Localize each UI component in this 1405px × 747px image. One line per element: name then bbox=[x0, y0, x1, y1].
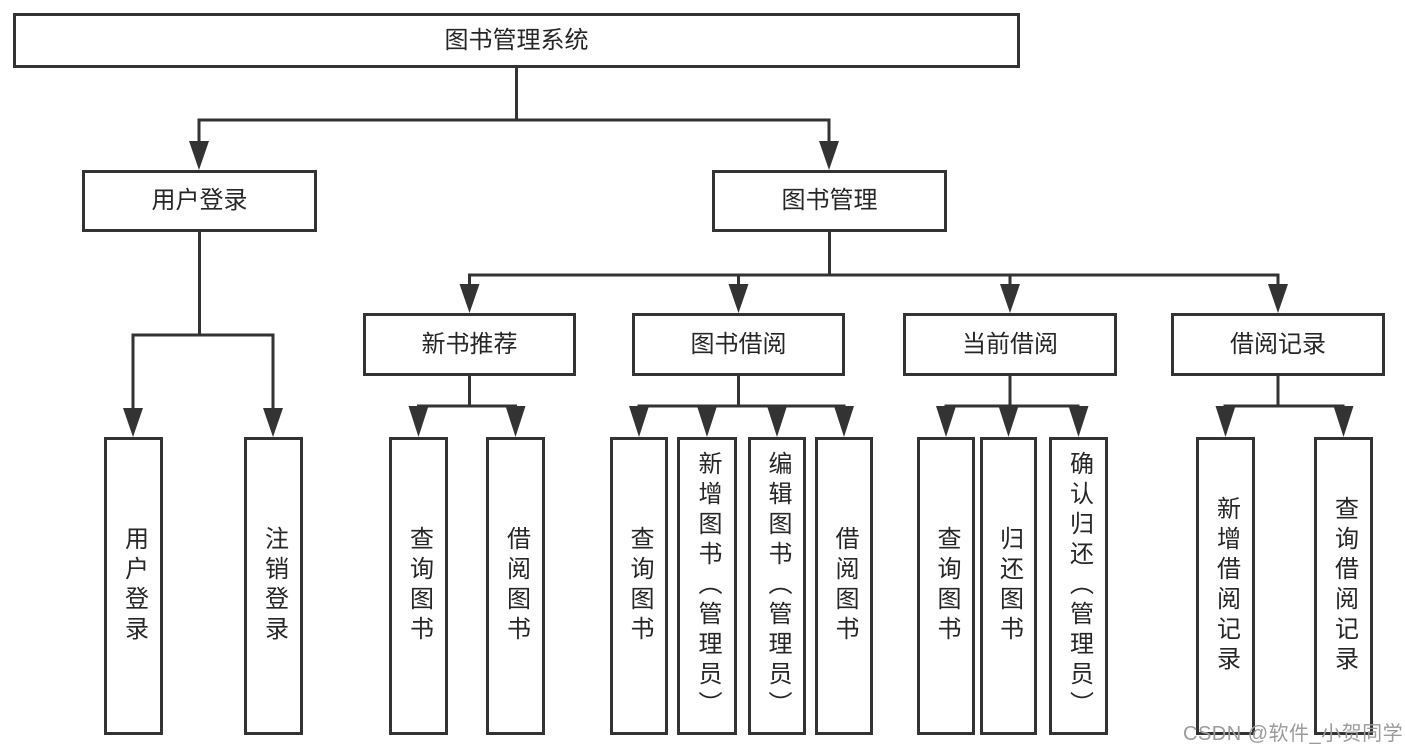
node-label: 借阅记录 bbox=[1230, 330, 1326, 358]
node-label: 查询借阅记录 bbox=[1330, 496, 1358, 676]
node-book-borrowing: 图书借阅 bbox=[632, 313, 845, 376]
node-label: 用户登录 bbox=[151, 187, 248, 215]
node-user-login: 用户登录 bbox=[82, 170, 317, 232]
node-label: 新增借阅记录 bbox=[1212, 496, 1240, 676]
leaf-user-login: 用户登录 bbox=[104, 437, 163, 735]
leaf-return-books: 归还图书 bbox=[980, 437, 1037, 735]
node-label: 编辑图书（管理员） bbox=[764, 451, 791, 721]
leaf-query-borrow-record: 查询借阅记录 bbox=[1314, 437, 1373, 735]
connector-segments bbox=[131, 68, 1345, 412]
node-label: 查询图书 bbox=[626, 526, 653, 646]
node-label: 查询图书 bbox=[405, 526, 433, 646]
node-label: 新书推荐 bbox=[421, 330, 518, 358]
node-new-book-recommendation: 新书推荐 bbox=[363, 313, 576, 376]
arrowheads bbox=[123, 141, 1354, 437]
leaf-logout: 注销登录 bbox=[244, 437, 303, 735]
node-label: 借阅图书 bbox=[502, 526, 530, 646]
node-current-borrowing: 当前借阅 bbox=[903, 313, 1117, 376]
node-label: 注销登录 bbox=[260, 526, 288, 646]
leaf-borrow-books-borrowing: 借阅图书 bbox=[815, 437, 873, 735]
node-label: 图书管理 bbox=[781, 187, 878, 215]
node-book-management: 图书管理 bbox=[712, 170, 947, 232]
node-label: 确认归还（管理员） bbox=[1065, 451, 1093, 721]
leaf-query-books-borrowing: 查询图书 bbox=[610, 437, 668, 735]
leaf-add-books-admin: 新增图书（管理员） bbox=[677, 437, 737, 735]
watermark: CSDN @软件_小贺同学 bbox=[1183, 723, 1404, 745]
node-label: 图书借阅 bbox=[690, 330, 787, 358]
node-label: 归还图书 bbox=[995, 526, 1023, 646]
node-label: 当前借阅 bbox=[962, 330, 1058, 358]
leaf-edit-books-admin: 编辑图书（管理员） bbox=[748, 437, 806, 735]
node-label: 用户登录 bbox=[120, 526, 148, 646]
leaf-query-books-recommend: 查询图书 bbox=[389, 437, 448, 735]
node-label: 新增图书（管理员） bbox=[694, 451, 721, 721]
node-borrowing-records: 借阅记录 bbox=[1171, 313, 1385, 376]
leaf-borrow-books-recommend: 借阅图书 bbox=[486, 437, 545, 735]
leaf-add-borrow-record: 新增借阅记录 bbox=[1196, 437, 1255, 735]
leaf-confirm-return-admin: 确认归还（管理员） bbox=[1049, 437, 1108, 735]
node-label: 图书管理系统 bbox=[444, 26, 589, 54]
node-book-management-system: 图书管理系统 bbox=[13, 13, 1020, 68]
leaf-query-books-current: 查询图书 bbox=[917, 437, 975, 735]
node-label: 查询图书 bbox=[933, 526, 960, 646]
node-label: 借阅图书 bbox=[831, 526, 858, 646]
